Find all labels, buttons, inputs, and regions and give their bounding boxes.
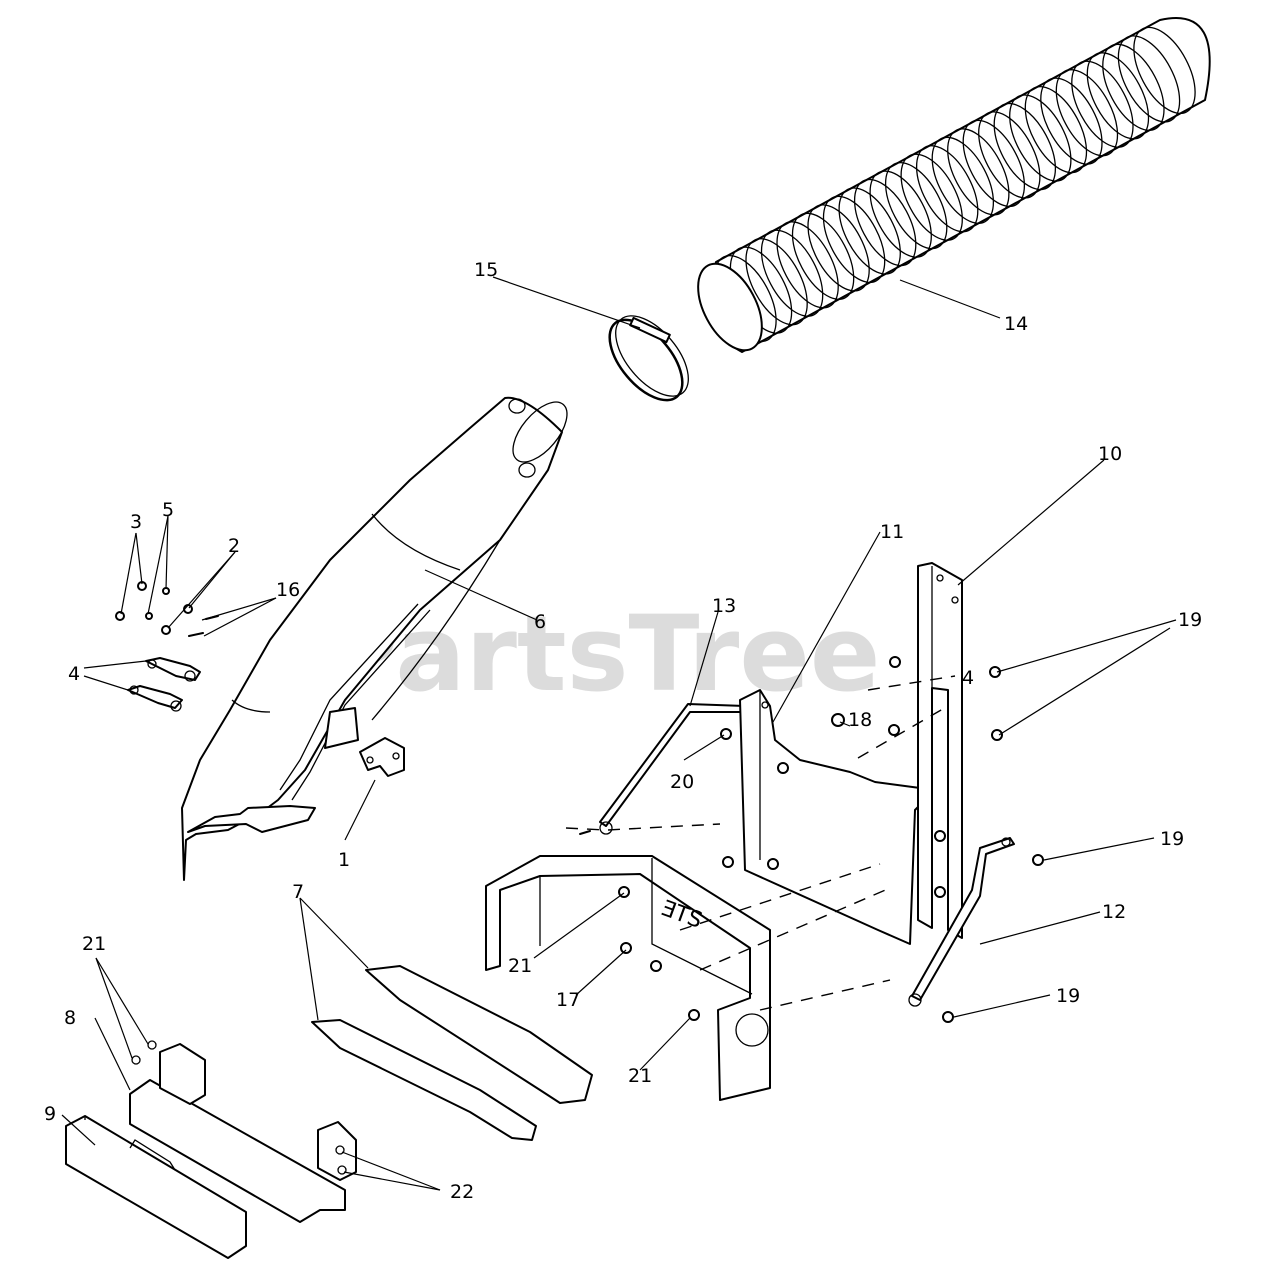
part-6-chute[interactable] <box>181 393 577 881</box>
part-9-block[interactable] <box>65 1115 247 1259</box>
part-13-rod[interactable] <box>579 703 746 835</box>
callout-4-left: 4 <box>68 663 80 685</box>
hose-rib <box>745 238 808 326</box>
hose-rib <box>822 195 886 284</box>
hose-rib <box>993 102 1057 191</box>
callout-15: 15 <box>474 259 498 281</box>
hose-rib <box>900 153 963 241</box>
hose-rib <box>1071 60 1134 148</box>
callout-22: 22 <box>450 1181 474 1203</box>
callout-12: 12 <box>1102 901 1126 923</box>
part-8-bracket[interactable] <box>129 1040 357 1223</box>
hose-rib <box>853 178 917 267</box>
callout-20: 19 <box>1160 828 1184 850</box>
hose-rib <box>1024 85 1088 174</box>
hose-rib <box>1102 43 1165 131</box>
callout-18: 18 <box>848 709 872 731</box>
hose-rib <box>947 128 1010 216</box>
callout-19-lower: 19 <box>1056 985 1080 1007</box>
callout-21-mount: 20 <box>670 771 694 793</box>
hose-rib <box>776 221 839 309</box>
callout-19-upper: 19 <box>1178 609 1202 631</box>
callout-7: 7 <box>292 881 304 903</box>
callout-13: 13 <box>712 595 736 617</box>
hose-rib <box>1040 77 1103 165</box>
part-10-channel[interactable] <box>917 562 963 939</box>
hose-rib <box>760 229 824 317</box>
callout-5: 5 <box>162 499 174 521</box>
hose-rib <box>931 136 995 224</box>
callout-8: 8 <box>64 1007 76 1029</box>
callout-4-right: 4 <box>962 667 974 689</box>
hose-rib <box>978 111 1041 199</box>
hose-rib <box>791 212 855 300</box>
callout-11: 11 <box>880 521 904 543</box>
callout-17: 17 <box>556 989 580 1011</box>
callout-2: 2 <box>228 535 240 557</box>
hose-rib <box>962 119 1026 208</box>
callout-10: 10 <box>1098 443 1122 465</box>
callout-9: 9 <box>44 1103 56 1125</box>
hose-rib <box>1117 35 1181 123</box>
callout-21-lower: 21 <box>628 1065 652 1087</box>
callout-16: 16 <box>276 579 300 601</box>
callout-6: 6 <box>534 611 546 633</box>
callout-21-housing: 21 <box>508 955 532 977</box>
hose-rib <box>1086 52 1150 140</box>
callout-21-left: 21 <box>82 933 106 955</box>
small-hardware[interactable] <box>115 581 219 712</box>
hose-rib <box>838 187 901 275</box>
part-15-hose-clamp[interactable] <box>596 303 702 413</box>
hose-rib <box>915 145 979 233</box>
part-7-blades[interactable] <box>311 965 593 1141</box>
hose-rib <box>884 161 948 250</box>
part-1-bracket[interactable] <box>359 737 405 777</box>
hose-rib <box>869 170 932 258</box>
callout-1: 1 <box>338 849 350 871</box>
hose-rib <box>1009 94 1072 182</box>
hose-rib <box>807 204 870 292</box>
callout-3: 3 <box>130 511 142 533</box>
part-11-mount-plate[interactable] <box>739 689 926 945</box>
callout-14: 14 <box>1004 313 1028 335</box>
hose-rib <box>1055 69 1119 157</box>
callout-labels: 15 14 10 11 13 19 4 18 20 19 12 19 21 17… <box>44 259 1202 1203</box>
alignment-lines <box>565 675 956 1011</box>
part-12-rod[interactable] <box>908 837 1015 1007</box>
leader-lines <box>61 276 1177 1191</box>
hose-rib <box>1133 26 1196 115</box>
fasteners[interactable] <box>618 656 1044 1023</box>
part-14-flex-hose[interactable] <box>685 17 1211 361</box>
